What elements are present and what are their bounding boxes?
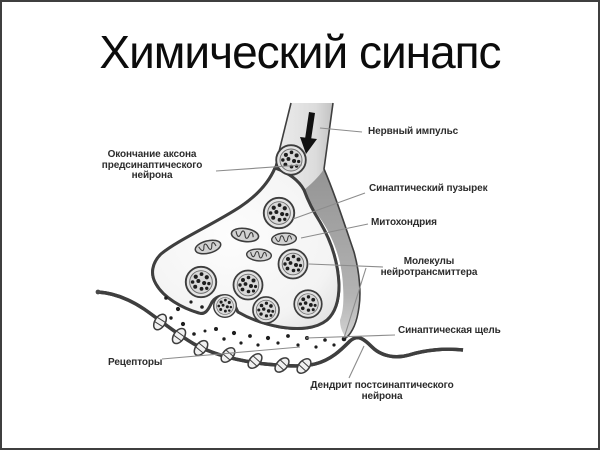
label-synaptic-cleft: Синаптическая щель (398, 325, 501, 336)
axon-membrane-right (323, 102, 361, 339)
receptor (271, 354, 293, 376)
leader-molecules-cleft (343, 267, 367, 339)
label-receptors: Рецепторы (108, 357, 163, 368)
leader-receptors (161, 346, 301, 360)
synaptic-vesicle (252, 296, 280, 324)
leader-lines (161, 127, 396, 379)
label-axon-terminal: Окончание аксона предсинаптического нейр… (101, 149, 203, 181)
leader-molecules-vesicle (308, 263, 384, 268)
synaptic-vesicle (262, 196, 296, 230)
membrane-end-knob (95, 289, 101, 295)
slide-title: Химический синапс (99, 26, 501, 78)
leader-axon-terminal (215, 164, 303, 172)
synaptic-vesicle (275, 144, 307, 176)
neurotransmitter-dots (164, 296, 347, 349)
label-neurotransmitter-molecules: Молекулы нейротрансмиттера (380, 256, 478, 278)
leader-mitochondria (300, 223, 369, 239)
leader-synaptic-cleft (305, 334, 396, 339)
synaptic-vesicle (277, 248, 309, 280)
receptor (244, 350, 266, 372)
fusing-vesicle (212, 293, 238, 319)
label-mitochondria: Митохондрия (371, 217, 437, 228)
synaptic-vesicle (184, 265, 218, 299)
label-synaptic-vesicle: Синаптический пузырек (369, 183, 488, 194)
label-nerve-impulse: Нервный импульс (368, 126, 459, 137)
label-dendrite: Дендрит постсинаптического нейрона (310, 380, 454, 402)
synaptic-vesicle (293, 289, 323, 319)
nerve-impulse-arrow-icon (300, 112, 317, 154)
axon-outer-sheath (304, 169, 360, 338)
leader-dendrite (348, 345, 365, 379)
leader-nerve-impulse (319, 127, 363, 133)
receptor (217, 344, 239, 366)
synaptic-vesicle (232, 269, 264, 301)
receptor (293, 355, 315, 377)
leader-synaptic-vesicle (292, 192, 366, 220)
